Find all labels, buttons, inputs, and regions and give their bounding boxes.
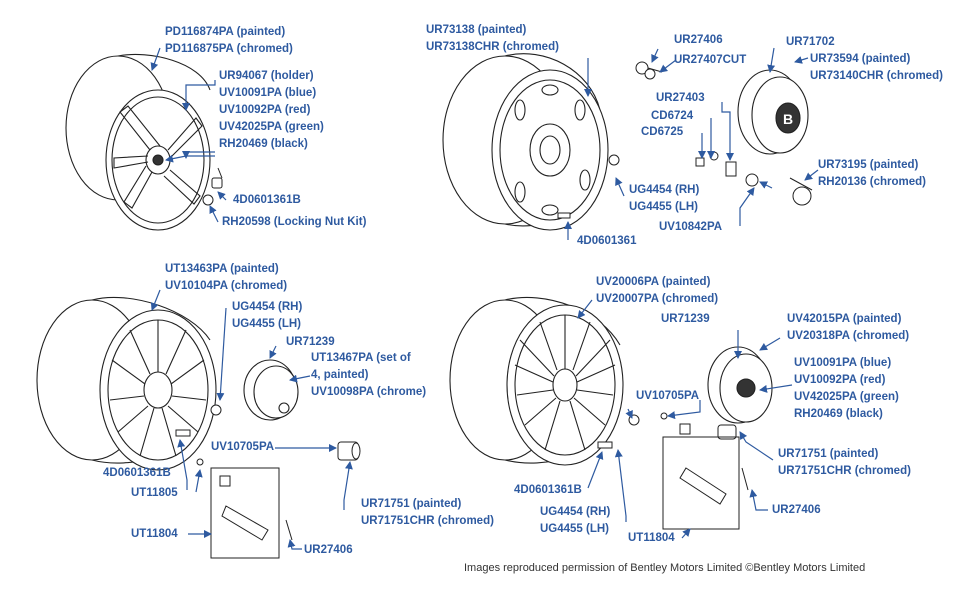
image-credit: Images reproduced permission of Bentley … [464,562,866,574]
label-ur71239-bl: UR71239 [286,336,335,348]
label-ur27406-bl: UR27406 [304,544,353,556]
label-pd116874pa: PD116874PA (painted) [165,26,286,38]
wheel-5-spoke [65,53,211,231]
label-uv10104pa: UV10104PA (chromed) [165,280,288,292]
label-ur71751-bl: UR71751 (painted) [361,498,462,510]
label-4d0601361b-br: 4D0601361B [514,484,582,496]
hubcap-bentley: B [737,69,809,155]
centre-cap-large [707,346,773,424]
label-ug4454-br: UG4454 (RH) [540,506,611,518]
tool-kit-left [210,467,293,559]
wheel-bolt-cap [337,441,361,461]
svg-text:B: B [783,111,793,127]
label-4d0601361b-bl: 4D0601361B [103,467,171,479]
label-uv10092pa: UV10092PA (red) [219,104,311,116]
locking-nut-parts [202,167,223,206]
label-ur27406-br: UR27406 [772,504,821,516]
label-ur27403: UR27403 [656,92,705,104]
label-uv10705pa-bl: UV10705PA [211,441,275,453]
label-uv20007pa: UV20007PA (chromed) [596,293,719,305]
label-ug4455-tr: UG4455 (LH) [629,201,699,213]
label-rh20469: RH20469 (black) [219,138,308,150]
label-ur71751chr-br: UR71751CHR (chromed) [778,465,911,477]
label-ur73138: UR73138 (painted) [426,24,527,36]
label-uv10092pa-br: UV10092PA (red) [794,374,886,386]
label-ur73594: UR73594 (painted) [810,53,911,65]
label-ug4454-tr: UG4454 (RH) [629,184,700,196]
wheel-steel [442,53,609,231]
label-ut13463pa: UT13463PA (painted) [165,263,279,275]
label-ur71702: UR71702 [786,36,835,48]
wheel-bolt-cap-right [717,424,737,440]
label-uv10091pa-br: UV10091PA (blue) [794,357,892,369]
wheel-multi-spoke-small-parts [175,404,222,466]
label-ur94067: UR94067 (holder) [219,70,314,82]
label-ut11804-br: UT11804 [628,532,675,544]
wheel-turbine [449,296,624,466]
label-ut11805: UT11805 [131,487,178,499]
label-ug4455-bl: UG4455 (LH) [232,318,302,330]
label-rh20469-br: RH20469 (black) [794,408,883,420]
label-ug4455-br: UG4455 (LH) [540,523,610,535]
label-cd6725: CD6725 [641,126,684,138]
label-ur73140chr: UR73140CHR (chromed) [810,70,943,82]
label-ut13467pa-cont: 4, painted) [311,369,369,381]
label-ut13467pa: UT13467PA (set of [311,352,411,364]
label-ur27406-tr: UR27406 [674,34,723,46]
label-uv10842pa: UV10842PA [659,221,723,233]
label-ur73138chr: UR73138CHR (chromed) [426,41,559,53]
label-uv10098pa: UV10098PA (chrome) [311,386,427,398]
wheel-multi-spoke [36,296,217,471]
label-uv20318pa: UV20318PA (chromed) [787,330,910,342]
label-rh20136: RH20136 (chromed) [818,176,927,188]
label-ut11804-bl: UT11804 [131,528,178,540]
label-uv42025pa: UV42025PA (green) [219,121,324,133]
label-4d0601361: 4D0601361 [577,235,637,247]
label-uv42025pa-br: UV42025PA (green) [794,391,899,403]
leader-lines [150,47,819,550]
label-ur73195: UR73195 (painted) [818,159,919,171]
label-cd6724: CD6724 [651,110,694,122]
label-ug4454-bl: UG4454 (RH) [232,301,303,313]
label-uv42015pa: UV42015PA (painted) [787,313,902,325]
label-ur27407cut: UR27407CUT [674,54,747,66]
keys-and-lock [635,61,813,206]
tool-kit-right [662,423,749,530]
label-uv10091pa: UV10091PA (blue) [219,87,317,99]
centre-cap-small [243,359,299,421]
label-ur71239-br: UR71239 [661,313,710,325]
label-rh20598: RH20598 (Locking Nut Kit) [222,216,367,228]
label-pd116875pa: PD116875PA (chromed) [165,43,293,55]
label-ur71751chr-bl: UR71751CHR (chromed) [361,515,494,527]
label-uv20006pa: UV20006PA (painted) [596,276,711,288]
label-4d0601361b-tl: 4D0601361B [233,194,301,206]
label-uv10705pa-br: UV10705PA [636,390,700,402]
label-ur71751-br: UR71751 (painted) [778,448,879,460]
wheel-steel-small-parts [557,154,620,219]
